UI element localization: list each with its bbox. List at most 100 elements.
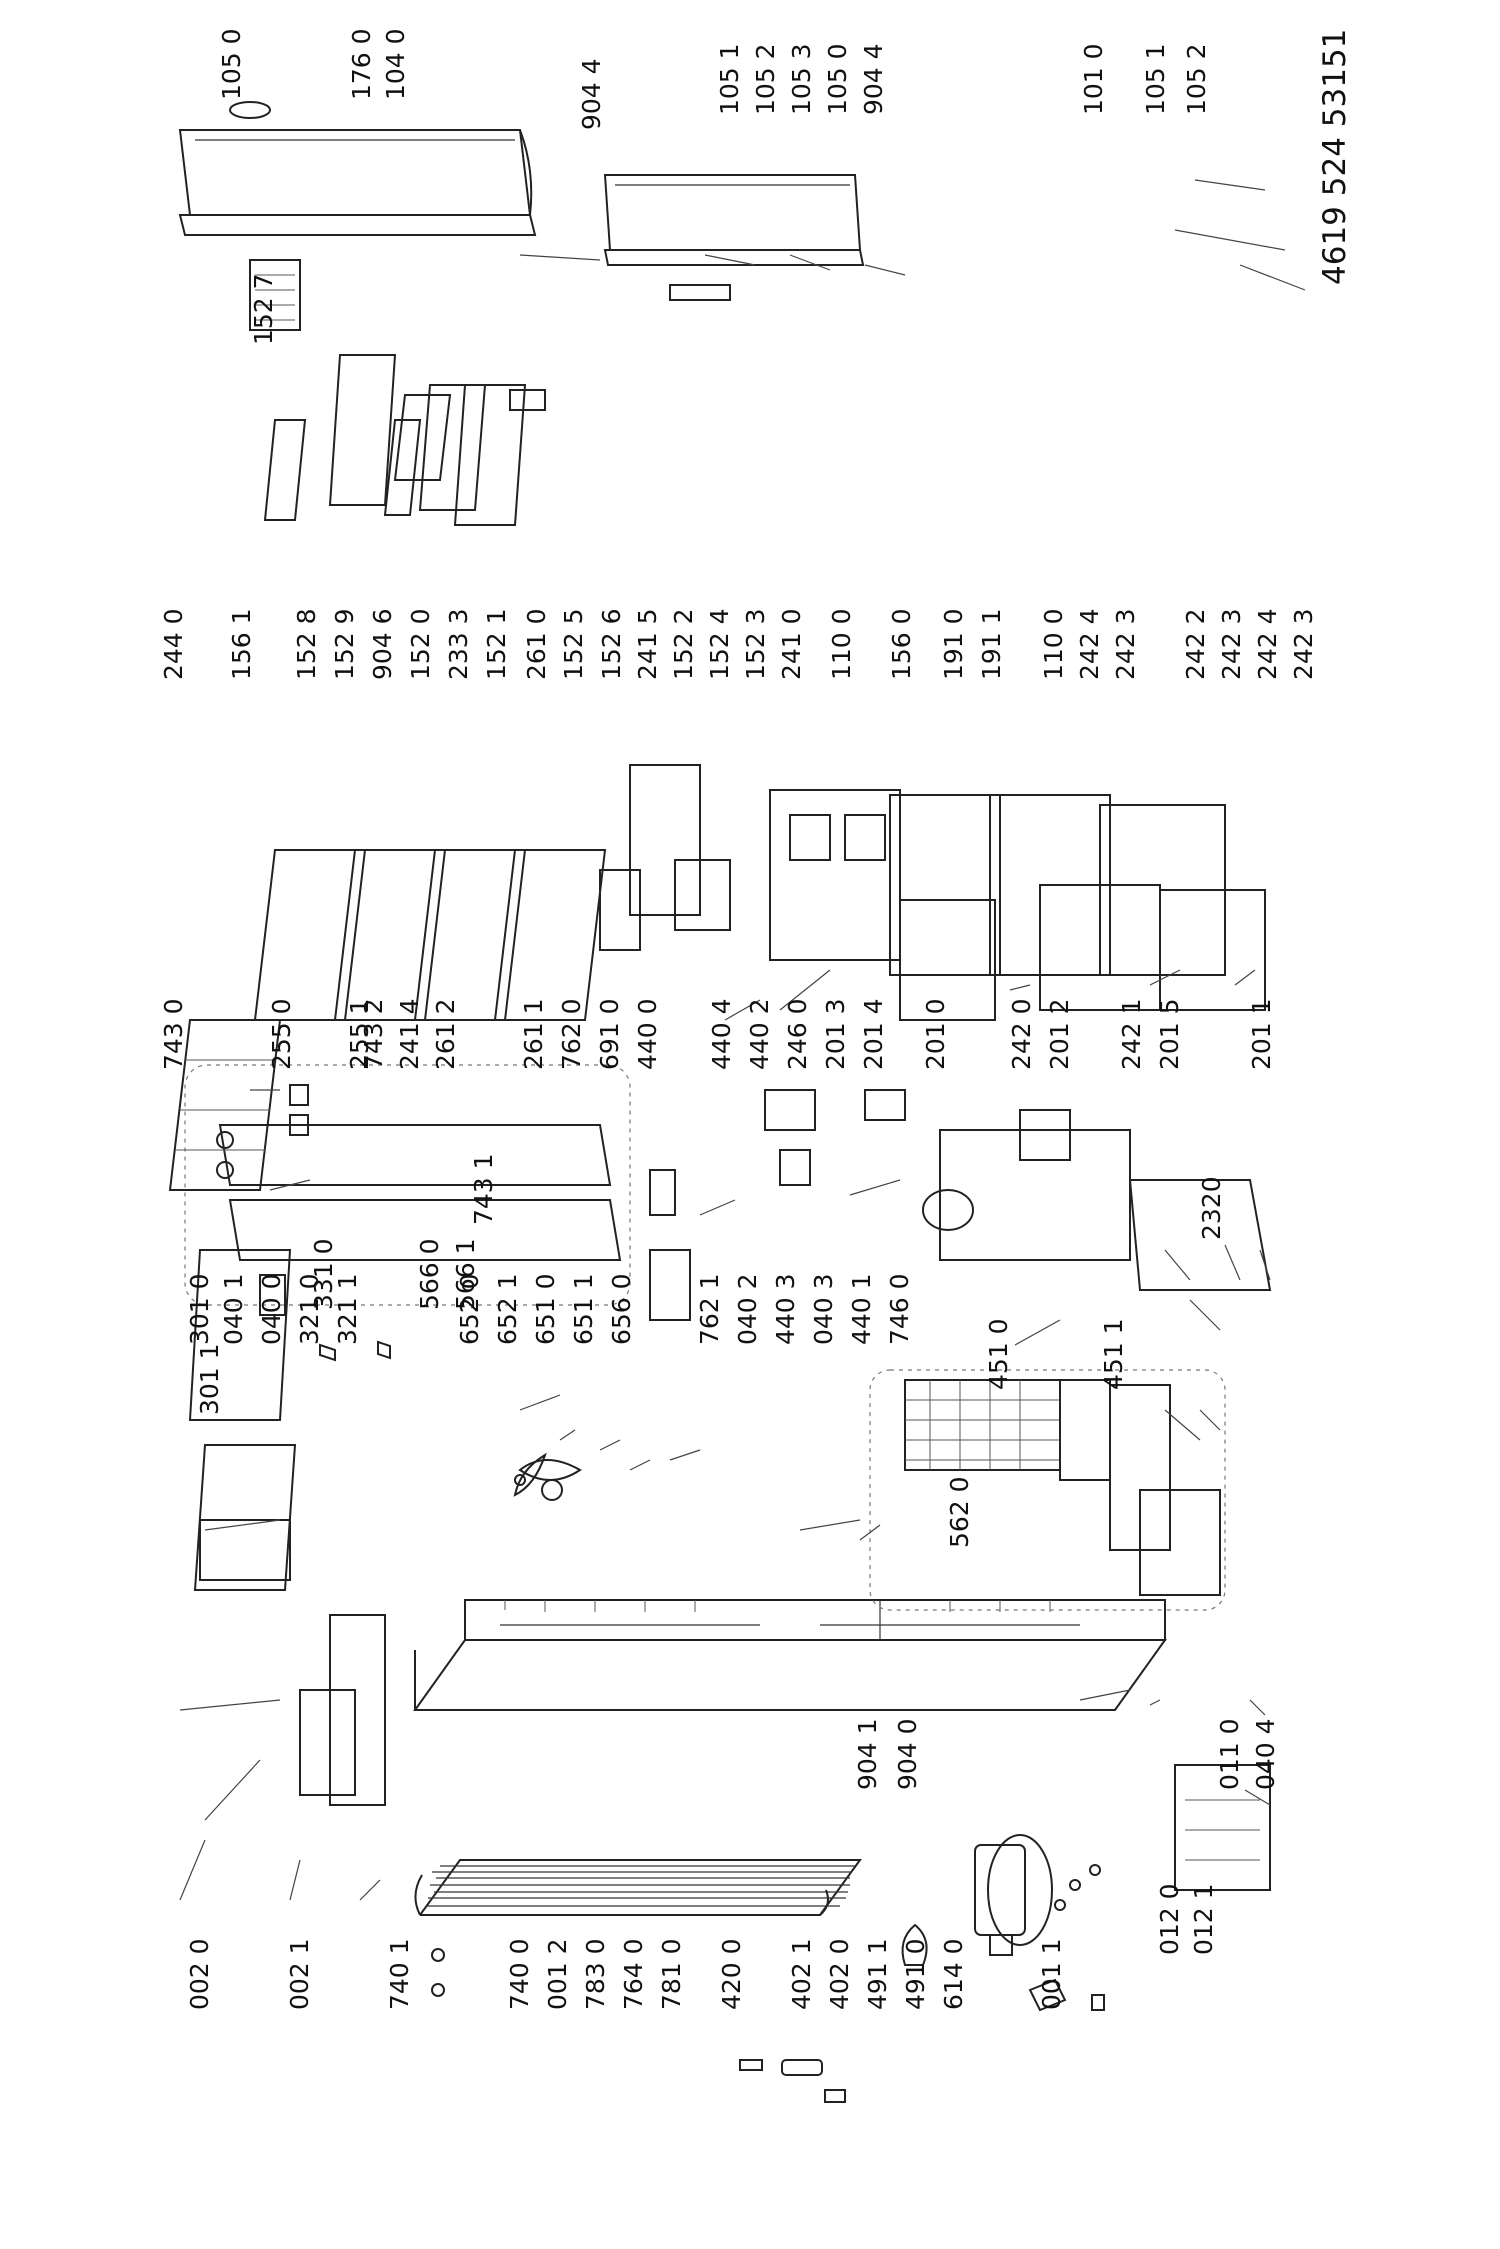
part-label: 242 3 [1111,608,1140,680]
part-label: 201 3 [821,998,850,1070]
part-label: 001 2 [543,1938,572,2010]
part-label: 904 4 [577,58,606,130]
part-label: 242 3 [1289,608,1318,680]
part-label: 652 0 [455,1273,484,1345]
part-label: 105 1 [1141,43,1170,115]
part-label: 566 1 [451,1238,480,1310]
part-label: 764 0 [619,1938,648,2010]
part-label: 011 0 [1215,1718,1244,1790]
part-label: 740 1 [385,1938,414,2010]
part-label: 762 1 [695,1273,724,1345]
part-label: 105 0 [823,43,852,115]
part-label: 743 0 [159,998,188,1070]
part-label: 2320 [1197,1176,1226,1240]
part-label: 261 2 [431,998,460,1070]
part-label: 904 6 [368,608,397,680]
part-label: 614 0 [939,1938,968,2010]
document-number: 4619 524 53151 [1317,29,1353,285]
part-label: 176 0 [347,28,376,100]
fridge-door-drawing [178,101,537,236]
part-label: 255 1 [345,998,374,1070]
part-label: 246 0 [783,998,812,1070]
part-label: 244 0 [159,608,188,680]
part-label: 566 0 [415,1238,444,1310]
part-label: 242 1 [1117,998,1146,1070]
part-label: 040 4 [1251,1718,1280,1790]
part-label: 783 0 [581,1938,610,2010]
part-label: 440 4 [707,998,736,1070]
part-label: 105 2 [1182,43,1211,115]
part-label: 040 3 [809,1273,838,1345]
part-label: 562 0 [945,1476,974,1548]
part-label: 420 0 [717,1938,746,2010]
part-label: 261 0 [522,608,551,680]
compressor-drawing [974,1834,1105,2012]
part-label: 440 0 [633,998,662,1070]
part-label: 191 1 [977,608,1006,680]
part-label: 651 0 [531,1273,560,1345]
part-label: 440 1 [847,1273,876,1345]
part-label: 040 0 [257,1273,286,1345]
part-label: 110 0 [827,608,856,680]
part-label: 040 2 [733,1273,762,1345]
part-label: 904 4 [859,43,888,115]
part-label: 242 0 [1007,998,1036,1070]
part-label: 012 0 [1155,1883,1184,1955]
part-label: 743 2 [359,998,388,1070]
part-label: 242 3 [1217,608,1246,680]
part-label: 152 3 [741,608,770,680]
part-label: 201 0 [921,998,950,1070]
part-label: 105 3 [787,43,816,115]
part-label: 321 1 [333,1273,362,1345]
part-label: 241 4 [395,998,424,1070]
part-label: 451 0 [984,1318,1013,1390]
part-label: 652 1 [493,1273,522,1345]
leader-lines [179,179,1306,1901]
part-label: 110 0 [1039,608,1068,680]
top-panels-drawing [188,1249,582,1591]
part-label: 331 0 [309,1238,338,1310]
part-label: 152 2 [669,608,698,680]
part-label: 762 0 [557,998,586,1070]
condenser-drawing [414,1859,862,1997]
part-label: 241 5 [633,608,662,680]
cabinet-drawing [299,1599,1167,1806]
part-label: 651 1 [569,1273,598,1345]
part-label: 191 0 [939,608,968,680]
part-label: 904 1 [853,1718,882,1790]
part-label: 491 0 [901,1938,930,2010]
part-label: 201 1 [1247,998,1276,1070]
part-label: 152 1 [482,608,511,680]
part-label: 261 1 [519,998,548,1070]
part-label: 105 0 [217,28,246,100]
part-label: 001 1 [1037,1938,1066,2010]
part-label: 233 3 [444,608,473,680]
part-label: 156 1 [227,608,256,680]
base-drawing [1174,1764,1271,1891]
part-labels: 002 0 002 1 740 1 740 0 001 2 783 0 764 … [159,28,1318,2010]
part-label: 152 7 [249,273,278,345]
dryer-filter-drawing [739,1923,928,2103]
part-label: 301 0 [185,1273,214,1345]
part-label: 012 1 [1189,1883,1218,1955]
drawers-drawing [769,789,1266,1021]
part-label: 241 0 [777,608,806,680]
part-label: 402 0 [825,1938,854,2010]
part-label: 740 0 [505,1938,534,2010]
part-label: 491 1 [863,1938,892,2010]
part-label: 156 0 [887,608,916,680]
part-label: 321 0 [295,1273,324,1345]
part-label: 656 0 [607,1273,636,1345]
part-label: 152 5 [559,608,588,680]
part-label: 242 4 [1075,608,1104,680]
control-panel-drawing [184,1064,816,1321]
part-label: 201 4 [859,998,888,1070]
part-label: 746 0 [885,1273,914,1345]
part-label: 152 0 [406,608,435,680]
part-label: 440 2 [745,998,774,1070]
door-bins-drawing [249,259,546,526]
part-label: 152 8 [292,608,321,680]
part-label: 743 1 [469,1153,498,1225]
part-label: 242 4 [1253,608,1282,680]
